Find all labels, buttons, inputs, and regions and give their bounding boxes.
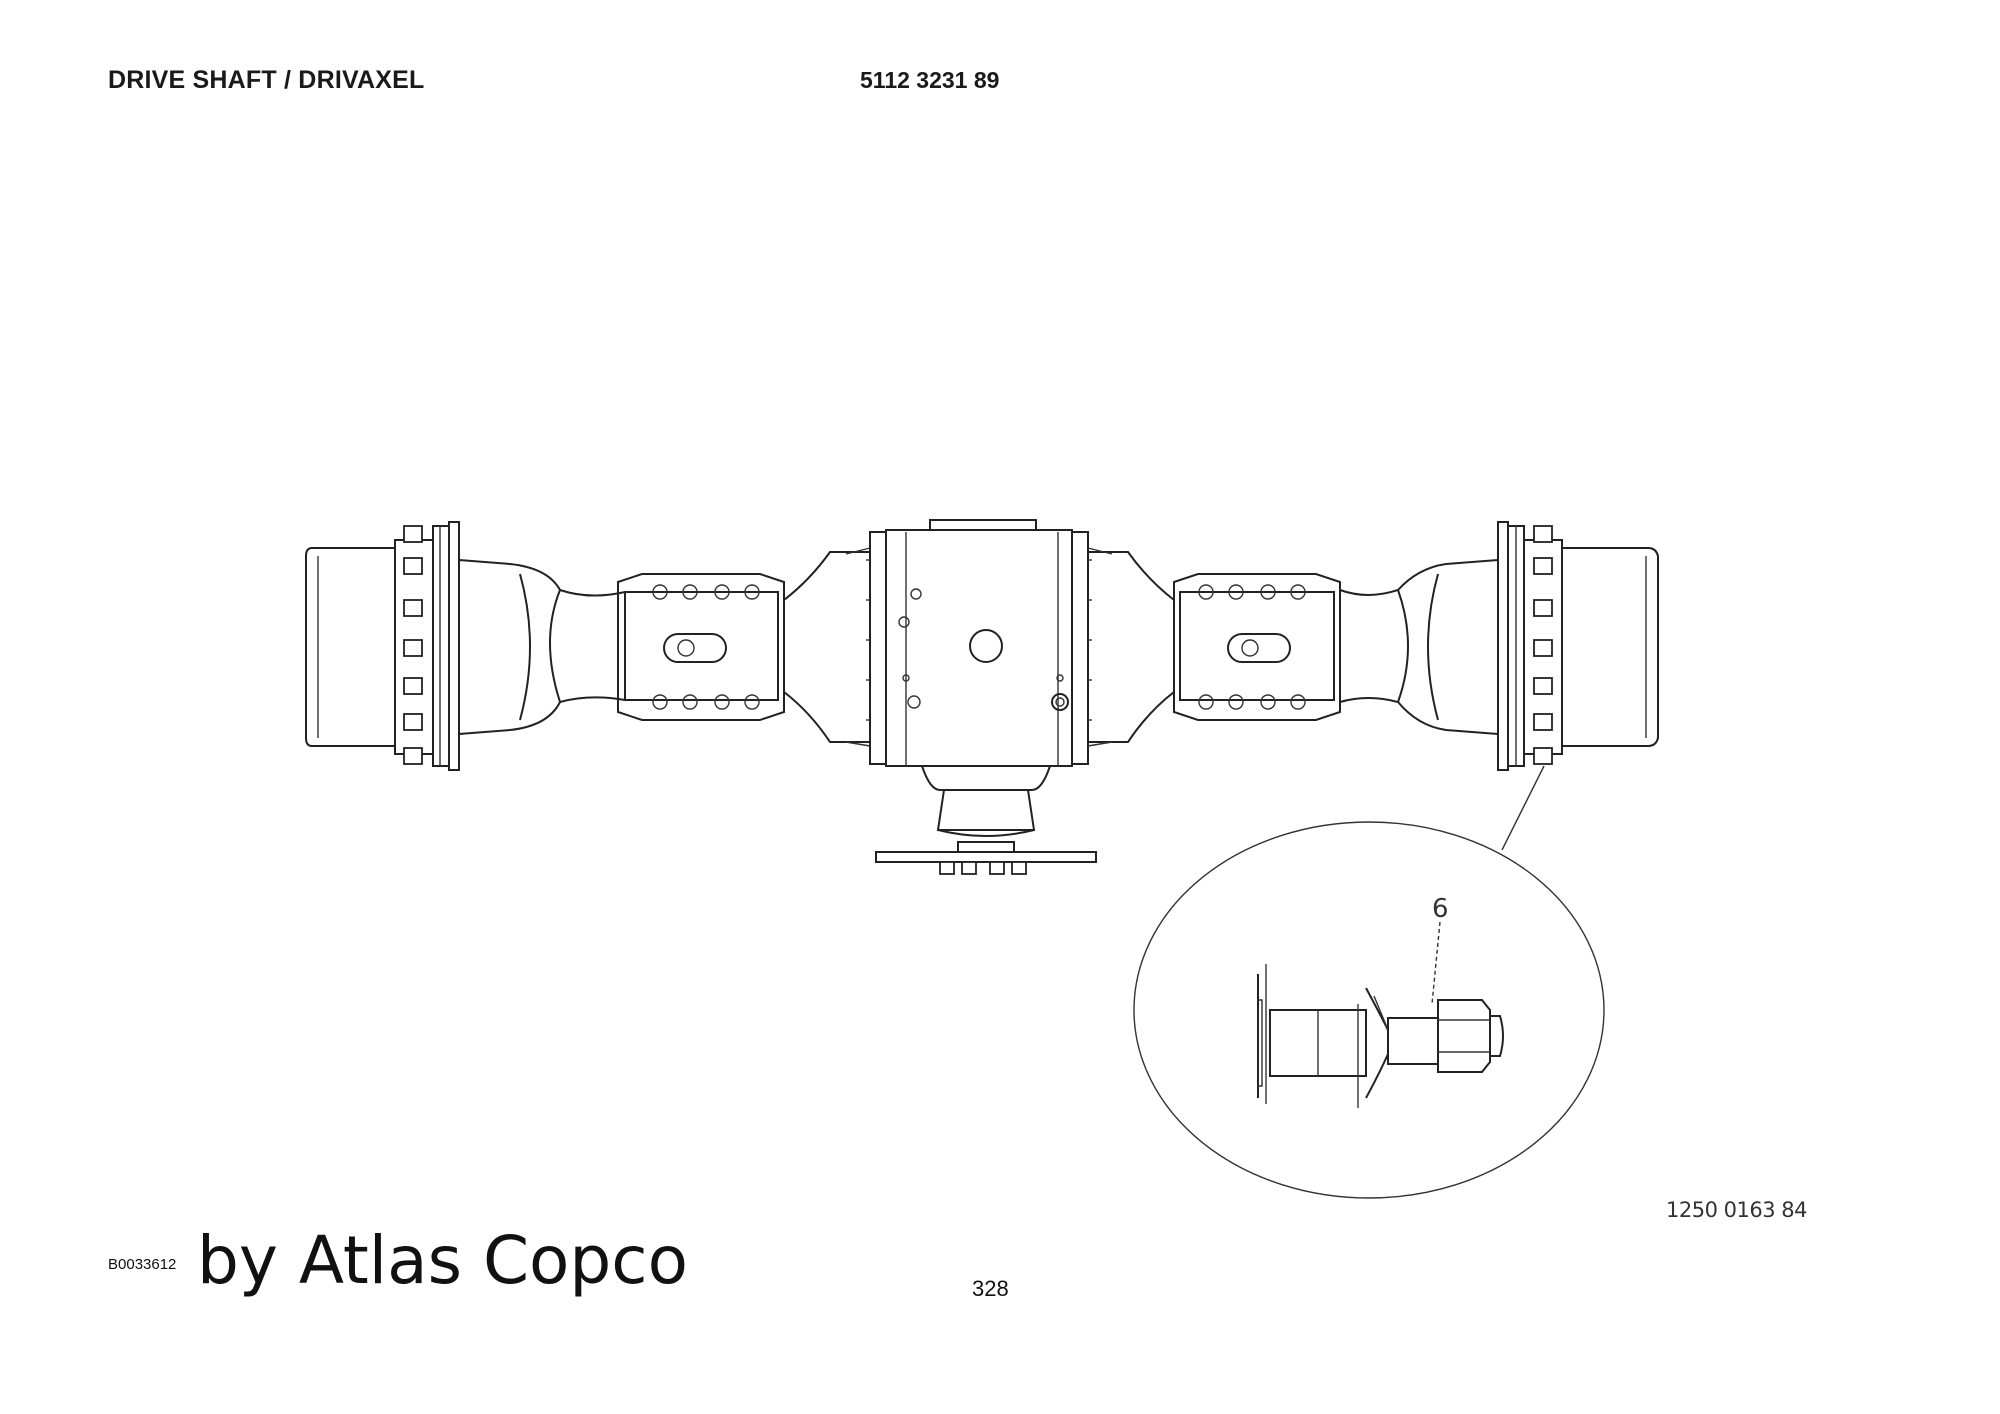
page-title: DRIVE SHAFT / DRIVAXEL xyxy=(108,66,425,94)
page-number: 328 xyxy=(972,1276,1009,1301)
drawing-number: 1250 0163 84 xyxy=(1666,1198,1807,1222)
brand-text: by Atlas Copco xyxy=(197,1222,688,1299)
footer-code: B0033612 xyxy=(108,1256,177,1273)
left-axle-arm xyxy=(458,547,871,747)
callout-label: 6 xyxy=(1432,894,1449,924)
right-hub xyxy=(1497,521,1659,771)
detail-view xyxy=(1133,765,1605,1199)
right-axle-arm xyxy=(1087,547,1499,747)
center-housing xyxy=(866,519,1097,875)
left-hub xyxy=(305,521,460,771)
part-number: 5112 3231 89 xyxy=(860,67,1000,93)
